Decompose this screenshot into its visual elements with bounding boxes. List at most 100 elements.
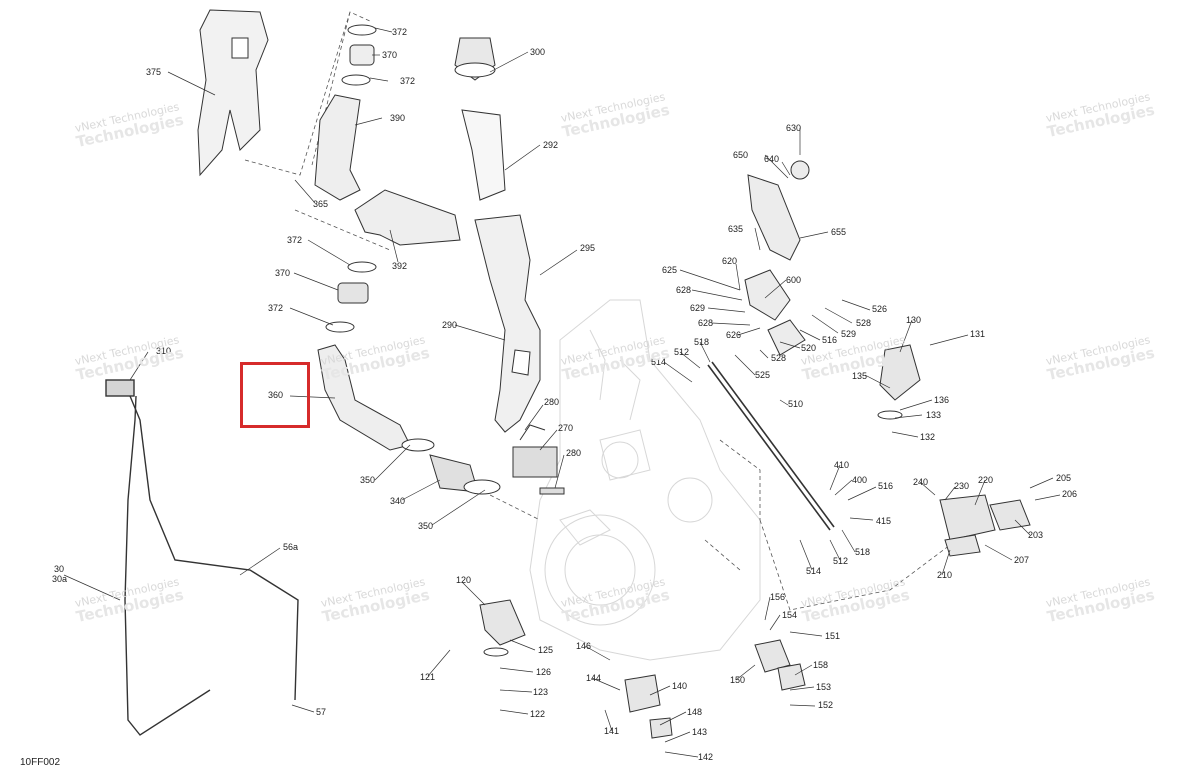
part-label[interactable]: 370 [275,268,291,278]
part-label[interactable]: 528 [771,353,787,363]
part-label[interactable]: 415 [876,516,892,526]
part-label[interactable]: 126 [536,667,552,677]
part-label[interactable]: 158 [813,660,829,670]
part-label[interactable]: 370 [382,50,398,60]
air-filter-cap-part-300 [454,37,496,81]
part-label[interactable]: 514 [806,566,822,576]
part-label[interactable]: 280 [566,448,582,458]
part-label[interactable]: 125 [538,645,554,655]
part-label[interactable]: 625 [662,265,678,275]
part-label[interactable]: 372 [392,27,408,37]
part-label[interactable]: 630 [786,123,802,133]
part-label[interactable]: 626 [726,330,742,340]
part-label[interactable]: 207 [1014,555,1030,565]
part-label[interactable]: 132 [920,432,936,442]
part-label[interactable]: 144 [586,673,602,683]
part-label[interactable]: 600 [786,275,802,285]
part-label[interactable]: 510 [788,399,804,409]
part-label[interactable]: 518 [855,547,871,557]
part-label[interactable]: 516 [878,481,894,491]
part-label[interactable]: 400 [852,475,868,485]
part-label[interactable]: 143 [692,727,708,737]
part-label[interactable]: 156 [770,592,786,602]
part-label[interactable]: 375 [146,67,162,77]
part-label[interactable]: 148 [687,707,703,717]
part-label[interactable]: 640 [764,154,780,164]
part-label[interactable]: 122 [530,709,546,719]
intake-duct-part-390 [314,24,377,201]
part-label[interactable]: 628 [698,318,714,328]
part-label[interactable]: 290 [442,320,458,330]
part-label[interactable]: 620 [722,256,738,266]
part-label[interactable]: 518 [694,337,710,347]
part-label[interactable]: 150 [730,675,746,685]
part-label[interactable]: 292 [543,140,559,150]
part-label[interactable]: 151 [825,631,841,641]
part-label[interactable]: 140 [672,681,688,691]
part-label[interactable]: 152 [818,700,834,710]
highlight-box-360 [240,362,310,428]
highlight-label[interactable]: 360 [268,390,284,400]
part-label[interactable]: 410 [834,460,850,470]
part-label[interactable]: 154 [782,610,798,620]
part-label[interactable]: 650 [733,150,749,160]
part-label[interactable]: 350 [418,521,434,531]
part-label[interactable]: 121 [420,672,436,682]
part-label[interactable]: 655 [831,227,847,237]
part-label[interactable]: 526 [872,304,888,314]
part-label[interactable]: 628 [676,285,692,295]
part-label[interactable]: 240 [913,477,929,487]
part-label[interactable]: 390 [390,113,406,123]
duct-part-392 [354,189,461,246]
part-label[interactable]: 280 [544,397,560,407]
part-label[interactable]: 210 [937,570,953,580]
part-label[interactable]: 142 [698,752,714,762]
part-label[interactable]: 146 [576,641,592,651]
part-label[interactable]: 30 [54,564,65,574]
shift-rod-part-510 [707,361,835,531]
part-label[interactable]: 57 [316,707,327,717]
clamps-and-coupler-340-350 [401,438,501,495]
part-label[interactable]: 56a [283,542,299,552]
part-label[interactable]: 520 [801,343,817,353]
part-label[interactable]: 205 [1056,473,1072,483]
part-label[interactable]: 392 [392,261,408,271]
part-label[interactable]: 310 [156,346,172,356]
part-label[interactable]: 635 [728,224,744,234]
part-label[interactable]: 133 [926,410,942,420]
part-label[interactable]: 365 [313,199,329,209]
coupler-part-370 [325,261,377,333]
part-label[interactable]: 295 [580,243,596,253]
part-label[interactable]: 153 [816,682,832,692]
part-label[interactable]: 516 [822,335,838,345]
part-label[interactable]: 135 [852,371,868,381]
part-label[interactable]: 350 [360,475,376,485]
part-label[interactable]: 123 [533,687,549,697]
part-label[interactable]: 120 [456,575,472,585]
part-label[interactable]: 136 [934,395,950,405]
part-label[interactable]: 525 [755,370,771,380]
part-label[interactable]: 514 [651,357,667,367]
part-label[interactable]: 30a [52,574,68,584]
part-label[interactable]: 629 [690,303,706,313]
duct-part-360 [317,344,411,451]
part-label[interactable]: 372 [268,303,284,313]
part-label[interactable]: 512 [674,347,690,357]
part-label[interactable]: 206 [1062,489,1078,499]
hose-part-292 [461,109,506,201]
part-label[interactable]: 130 [906,315,922,325]
part-label[interactable]: 220 [978,475,994,485]
part-label[interactable]: 512 [833,556,849,566]
part-label[interactable]: 529 [841,329,857,339]
part-label[interactable]: 203 [1028,530,1044,540]
hose-part-270-280 [512,424,565,495]
part-label[interactable]: 131 [970,329,986,339]
part-label[interactable]: 340 [390,496,406,506]
part-label[interactable]: 230 [954,481,970,491]
part-label[interactable]: 300 [530,47,546,57]
part-label[interactable]: 141 [604,726,620,736]
part-label[interactable]: 270 [558,423,574,433]
part-label[interactable]: 528 [856,318,872,328]
part-label[interactable]: 372 [287,235,303,245]
part-label[interactable]: 372 [400,76,416,86]
